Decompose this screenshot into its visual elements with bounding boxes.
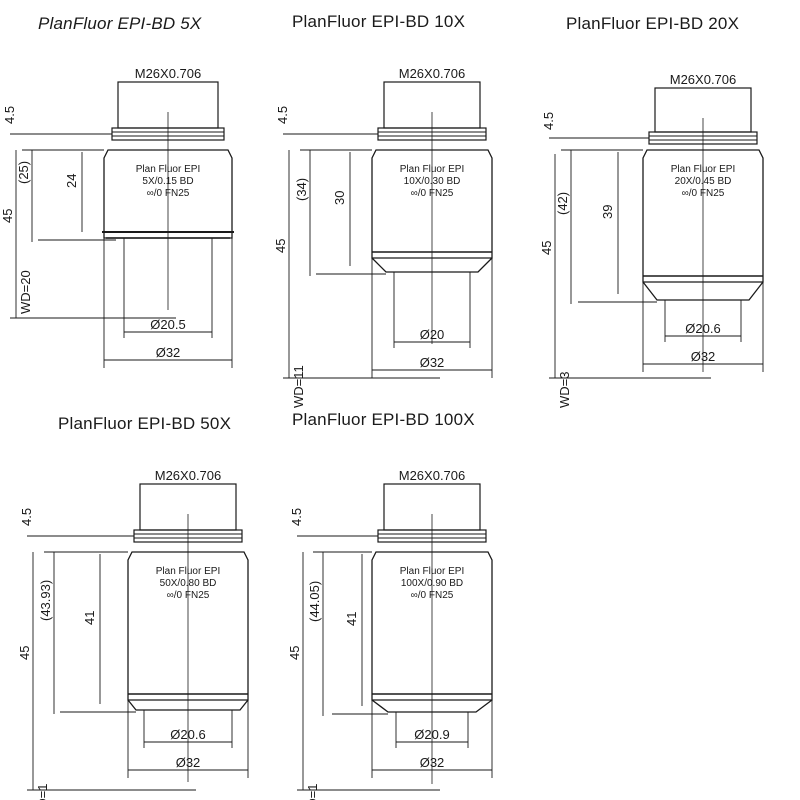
dim-body-dia-50x: Ø32	[176, 755, 201, 770]
dim-front-dia-20x: Ø20.6	[685, 321, 720, 336]
dim-thread-5x: 4.5	[2, 106, 17, 124]
dim-front-dia-10x: Ø20	[420, 327, 445, 342]
dim-wd-50x: WD=1	[35, 784, 50, 800]
dim-ref-5x: (25)	[16, 161, 31, 184]
dim-wd-5x: WD=20	[18, 270, 33, 314]
dim-ref-100x: (44.05)	[307, 581, 322, 622]
dim-body-dia-5x: Ø32	[156, 345, 181, 360]
dim-thread-100x: 4.5	[289, 508, 304, 526]
dim-ref-20x: (42)	[555, 192, 570, 215]
dim-body-10x: 30	[332, 191, 347, 205]
dim-thread-10x: 4.5	[275, 106, 290, 124]
thread-label-50x: M26X0.706	[155, 468, 222, 483]
title-100x: PlanFluor EPI-BD 100X	[292, 410, 475, 429]
dim-parfocal-50x: 45	[17, 646, 32, 660]
dim-parfocal-10x: 45	[273, 239, 288, 253]
dim-wd-100x: WD=1	[305, 784, 320, 800]
title-50x: PlanFluor EPI-BD 50X	[58, 414, 232, 433]
dim-body-dia-100x: Ø32	[420, 755, 445, 770]
dim-thread-20x: 4.5	[541, 112, 556, 130]
dim-body-dia-20x: Ø32	[691, 349, 716, 364]
title-20x: PlanFluor EPI-BD 20X	[566, 14, 740, 33]
dim-body-5x: 24	[64, 174, 79, 188]
dim-ref-50x: (43.93)	[38, 580, 53, 621]
thread-label-100x: M26X0.706	[399, 468, 466, 483]
dim-front-dia-50x: Ø20.6	[170, 727, 205, 742]
thread-label-20x: M26X0.706	[670, 72, 737, 87]
dim-body-50x: 41	[82, 611, 97, 625]
dim-front-dia-100x: Ø20.9	[414, 727, 449, 742]
dim-parfocal-100x: 45	[287, 646, 302, 660]
dim-wd-20x: WD=3	[557, 372, 572, 408]
dim-ref-10x: (34)	[294, 178, 309, 201]
dim-parfocal-20x: 45	[539, 241, 554, 255]
title-5x: PlanFluor EPI-BD 5X	[38, 14, 202, 33]
dim-body-100x: 41	[344, 612, 359, 626]
thread-label-10x: M26X0.706	[399, 66, 466, 81]
dim-thread-50x: 4.5	[19, 508, 34, 526]
dim-body-20x: 39	[600, 205, 615, 219]
thread-label-5x: M26X0.706	[135, 66, 202, 81]
dim-parfocal-5x: 45	[0, 209, 15, 223]
title-10x: PlanFluor EPI-BD 10X	[292, 12, 466, 31]
dim-wd-10x: WD=11	[291, 365, 306, 408]
dim-body-dia-10x: Ø32	[420, 355, 445, 370]
dim-front-dia-5x: Ø20.5	[150, 317, 185, 332]
